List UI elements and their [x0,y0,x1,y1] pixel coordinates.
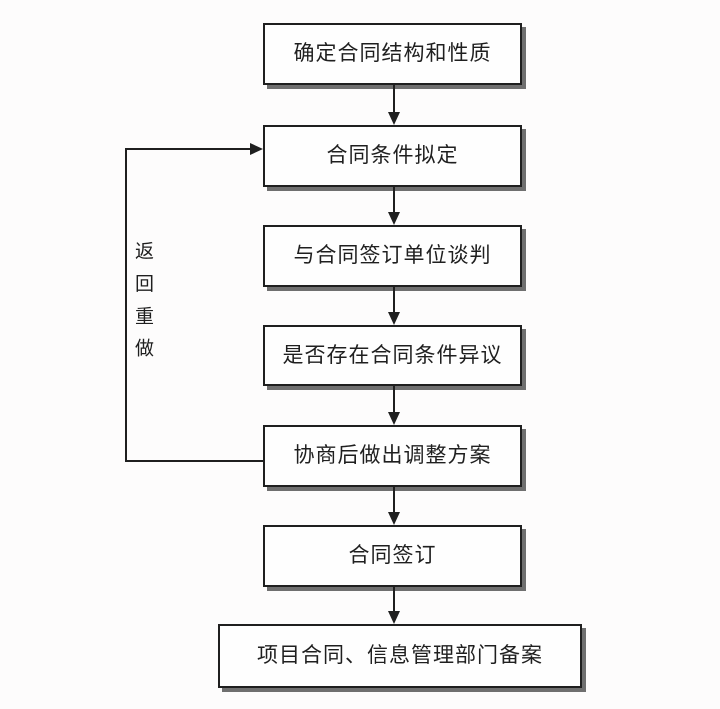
arrowhead-right-icon [250,143,263,155]
arrowhead-down-icon [388,412,400,425]
arrowhead-down-icon [388,112,400,125]
connector-line-6-7 [393,587,395,611]
flow-step-label: 是否存在合同条件异议 [282,342,503,367]
connector-line-1-2 [393,85,395,112]
loop-line-vertical [125,148,127,462]
flow-step-negotiate: 与合同签订单位谈判 [263,225,522,287]
arrowhead-down-icon [388,512,400,525]
flow-step-determine-structure: 确定合同结构和性质 [263,23,522,85]
connector-line-3-4 [393,287,395,312]
flow-step-label: 项目合同、信息管理部门备案 [257,643,543,668]
flow-step-label: 合同签订 [348,543,437,568]
loop-line-top [127,148,251,150]
flow-step-filing: 项目合同、信息管理部门备案 [218,624,582,688]
flow-step-draft-conditions: 合同条件拟定 [263,125,522,187]
flow-step-label: 确定合同结构和性质 [293,41,492,66]
flow-step-label: 与合同签订单位谈判 [293,243,492,268]
connector-line-5-6 [393,487,395,512]
flow-step-adjustment-plan: 协商后做出调整方案 [263,425,522,487]
arrowhead-down-icon [388,312,400,325]
flow-step-label: 合同条件拟定 [326,143,459,168]
flow-step-objection-check: 是否存在合同条件异议 [263,325,522,386]
flow-step-sign-contract: 合同签订 [263,525,522,587]
arrowhead-down-icon [388,212,400,225]
arrowhead-down-icon [388,611,400,624]
loop-label-redo: 返回重做 [132,241,153,371]
connector-line-2-3 [393,187,395,212]
flow-step-label: 协商后做出调整方案 [293,443,492,468]
connector-line-4-5 [393,386,395,412]
loop-line-bottom [127,460,263,462]
